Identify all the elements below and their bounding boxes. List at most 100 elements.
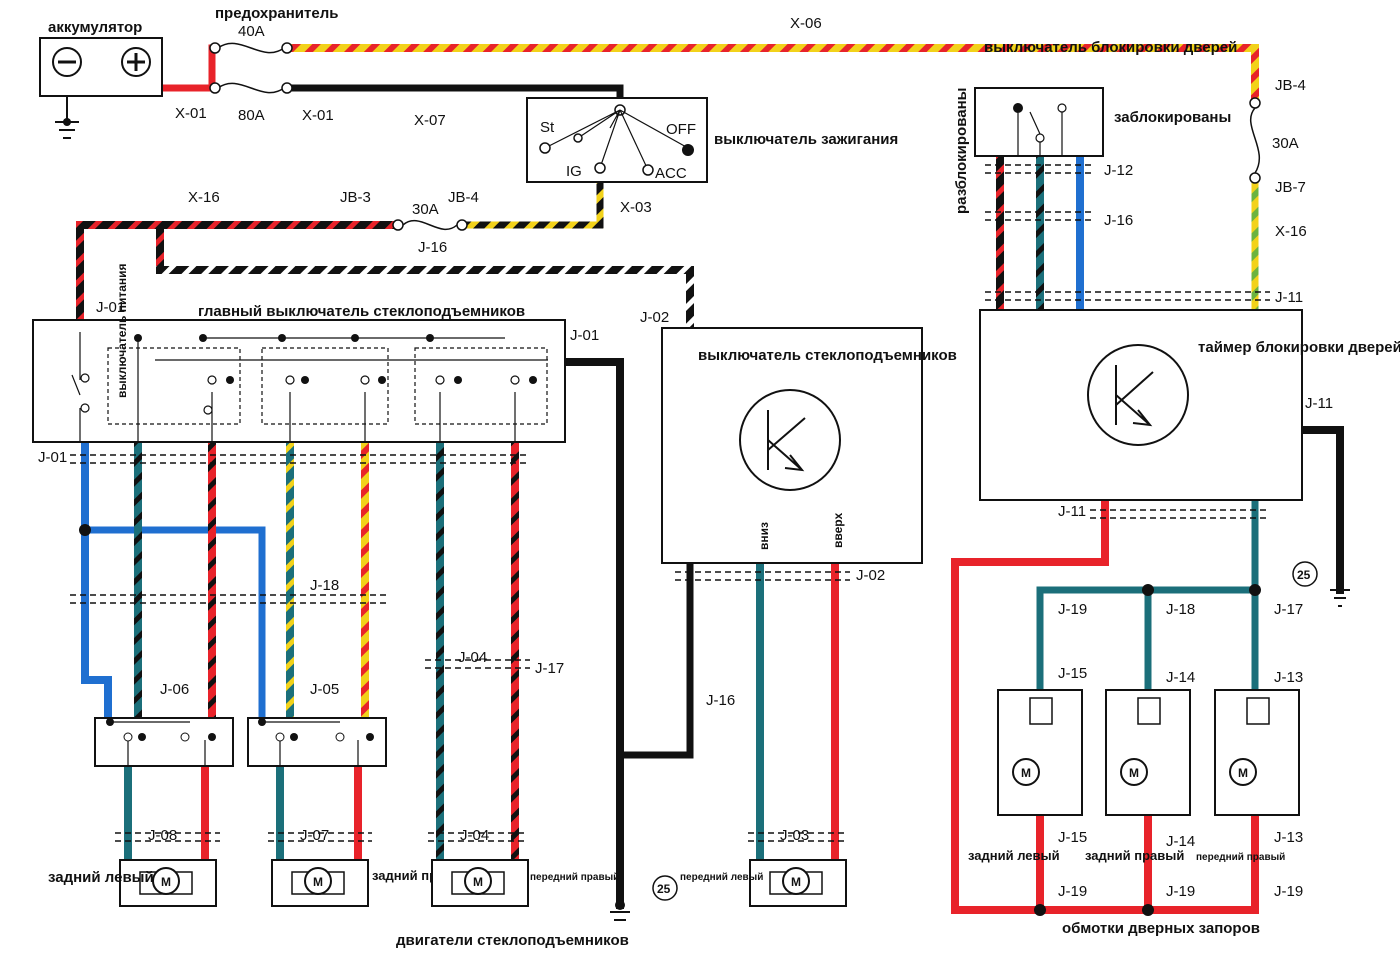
right-fuse-30a: 30A xyxy=(1249,97,1299,184)
fuse-30a-icon xyxy=(402,219,458,231)
motor-rear-left: M задний левый xyxy=(48,859,217,907)
conn-j02-a: J-02 xyxy=(640,309,669,326)
window-switch-label: выключатель стеклоподъемников xyxy=(698,347,957,364)
conn-j16-c: J-16 xyxy=(1104,212,1133,229)
rear-right-switch-box xyxy=(247,717,387,767)
main-switch-label: главный выключатель стеклоподъемников xyxy=(198,303,525,320)
conn-j08: J-08 xyxy=(148,827,177,844)
conn-x07: X-07 xyxy=(414,112,446,129)
conn-j04-b: J-04 xyxy=(460,827,489,844)
door-lock-switch: выключатель блокировки дверей разблокиро… xyxy=(953,39,1237,214)
connector-bands xyxy=(70,164,1270,842)
window-switch: выключатель стеклоподъемников вниз вверх xyxy=(661,327,957,564)
conn-jb4-a: JB-4 xyxy=(448,189,479,206)
motor-icon xyxy=(152,867,180,895)
lock-motor-icon xyxy=(1012,758,1040,786)
ign-ig: IG xyxy=(566,163,582,180)
fuse-40a-label: 40A xyxy=(238,23,265,40)
power-switch-label: выключатель питания xyxy=(115,263,129,398)
conn-x03: X-03 xyxy=(620,199,652,216)
conn-j19-c: J-19 xyxy=(1166,883,1195,900)
ground-center: 25 xyxy=(610,875,678,921)
fuse-80a-label: 80A xyxy=(238,107,265,124)
wire-blue-branch xyxy=(81,526,266,724)
conn-x06: X-06 xyxy=(790,15,822,32)
conn-j16-a: J-16 xyxy=(418,239,447,256)
wire-feed-black-red xyxy=(76,221,399,324)
lock-rear-left-label: задний левый xyxy=(968,848,1060,863)
conn-j05: J-05 xyxy=(310,681,339,698)
wire-j16-black xyxy=(616,561,694,759)
conn-j19-d: J-19 xyxy=(1274,883,1303,900)
conn-j13-a: J-13 xyxy=(1274,669,1303,686)
window-up-label: вверх xyxy=(831,513,845,548)
battery-label: аккумулятор xyxy=(48,19,142,36)
svg-text:25: 25 xyxy=(657,882,671,896)
motor-rear-left-label: задний левый xyxy=(48,869,154,886)
conn-j13-b: J-13 xyxy=(1274,829,1303,846)
ign-off: OFF xyxy=(666,121,696,138)
motor-icon xyxy=(782,867,810,895)
conn-j07: J-07 xyxy=(300,827,329,844)
conn-jb7: JB-7 xyxy=(1275,179,1306,196)
lock-actuator-rear-left: M xyxy=(997,689,1083,816)
ground-ref-badge xyxy=(652,875,678,901)
conn-j01-a: J-01 xyxy=(96,299,125,316)
lock-motor-icon xyxy=(1120,758,1148,786)
door-lock-switch-box xyxy=(974,87,1104,157)
conn-j04-a: J-04 xyxy=(458,649,487,666)
jb-fuse-30a: 30A xyxy=(392,201,468,231)
motor-icon xyxy=(304,867,332,895)
main-switch-box xyxy=(32,319,566,443)
svg-text:M: M xyxy=(1129,766,1139,780)
svg-text:M: M xyxy=(791,875,801,889)
conn-j03: J-03 xyxy=(780,827,809,844)
main-window-switch: главный выключатель стеклоподъемников вы… xyxy=(32,263,566,443)
lock-timer-chip-icon xyxy=(1087,344,1189,446)
fuse-40a-icon xyxy=(217,42,285,54)
conn-j18-b: J-18 xyxy=(1166,601,1195,618)
conn-j02-b: J-02 xyxy=(856,567,885,584)
wire-timer-red xyxy=(951,496,1259,914)
conn-j01-b: J-01 xyxy=(570,327,599,344)
motors-group-label: двигатели стеклоподъемников xyxy=(396,932,629,949)
wire-j01-black xyxy=(561,358,624,909)
wire-j16-black-white xyxy=(156,266,694,329)
fuse-30a-label-1: 30A xyxy=(412,201,439,218)
conn-j15-b: J-15 xyxy=(1058,829,1087,846)
ignition-switch-label: выключатель зажигания xyxy=(714,131,898,148)
conn-j16-b: J-16 xyxy=(706,692,735,709)
conn-j11-c: J-11 xyxy=(1058,503,1086,520)
ignition-switch: St OFF IG ACC выключатель зажигания xyxy=(526,97,898,183)
conn-x01-a: X-01 xyxy=(175,105,207,122)
motor-rear-right: M задний правый xyxy=(271,859,471,907)
conn-j19-a: J-19 xyxy=(1058,601,1087,618)
conn-j06: J-06 xyxy=(160,681,189,698)
wires xyxy=(76,44,1344,914)
lock-front-right-label: передний правый xyxy=(1196,852,1285,863)
wire-ig-black-yellow xyxy=(461,166,604,229)
ign-st: St xyxy=(540,119,555,136)
ground-icon xyxy=(1330,589,1350,607)
ground-right: 25 xyxy=(1292,561,1350,607)
fuse-30a-right-icon xyxy=(1249,107,1261,174)
svg-text:M: M xyxy=(1021,766,1031,780)
conn-jb4-b: JB-4 xyxy=(1275,77,1306,94)
lock-actuator-front-right: M xyxy=(1214,689,1300,816)
lock-timer-label: таймер блокировки дверей xyxy=(1198,339,1400,356)
motor-front-left-label: передний левый xyxy=(680,872,763,883)
rear-left-switch xyxy=(94,717,234,767)
ign-acc: ACC xyxy=(655,165,687,182)
fuse-label: предохранитель xyxy=(215,5,338,22)
svg-text:25: 25 xyxy=(1297,568,1311,582)
ignition-label-line1: выключатель зажигания xyxy=(714,131,898,148)
conn-x01-b: X-01 xyxy=(302,107,334,124)
battery-ground-icon xyxy=(55,96,79,139)
conn-x16-a: X-16 xyxy=(188,189,220,206)
lock-rear-right-label: задний правый xyxy=(1085,848,1184,863)
lock-actuator-rear-right: M xyxy=(1105,689,1191,816)
conn-x16-b: X-16 xyxy=(1275,223,1307,240)
wire-blue-left xyxy=(81,438,112,724)
svg-text:M: M xyxy=(1238,766,1248,780)
